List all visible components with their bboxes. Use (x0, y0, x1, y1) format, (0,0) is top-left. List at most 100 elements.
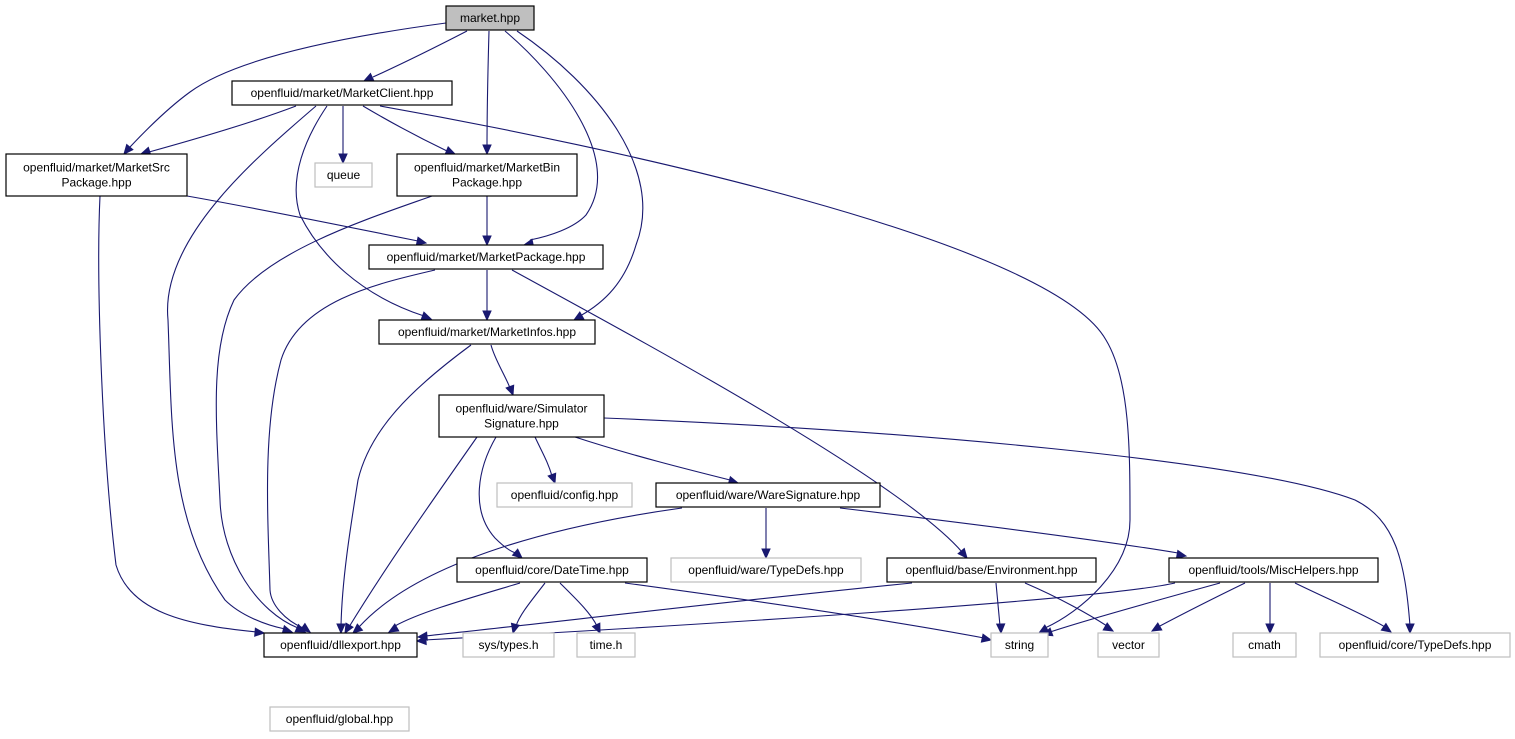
arrowhead (591, 622, 601, 635)
edge-line (1024, 582, 1108, 627)
arrowhead (362, 72, 375, 82)
arrowhead (980, 633, 993, 643)
edge-market_client-to-market_bin_package (362, 105, 457, 155)
edge-line (266, 269, 436, 629)
edge-mischelpers-to-string (1041, 582, 1221, 637)
edge-line (1294, 582, 1386, 628)
node-box (655, 482, 881, 508)
node-environment[interactable]: openfluid/base/Environment.hpp (886, 557, 1097, 583)
edge-line (515, 582, 546, 627)
node-vector: vector (1097, 632, 1160, 658)
edge-market_hpp-to-market_bin_package (482, 30, 492, 156)
node-cmath: cmath (1232, 632, 1297, 658)
node-core-typedefs: openfluid/core/TypeDefs.hpp (1319, 632, 1511, 658)
edge-line (1157, 582, 1246, 628)
edge-datetime-to-dllexport (387, 582, 521, 633)
edge-line (559, 582, 598, 627)
edge-line (215, 195, 433, 629)
node-box (886, 557, 1097, 583)
node-label: vector (1112, 638, 1145, 652)
node-label: Package.hpp (61, 176, 131, 190)
node-box (445, 5, 535, 31)
edge-line (129, 22, 447, 148)
arrowhead (761, 548, 771, 560)
arrowhead (1380, 622, 1393, 633)
node-mischelpers[interactable]: openfluid/tools/MiscHelpers.hpp (1168, 557, 1379, 583)
node-label: openfluid/ware/Simulator (455, 402, 587, 416)
node-market-infos[interactable]: openfluid/market/MarketInfos.hpp (378, 319, 596, 345)
edge-datetime-to-time_h (559, 582, 601, 635)
edge-environment-to-vector (1024, 582, 1115, 632)
edge-mischelpers-to-core_typedefs (1294, 582, 1393, 633)
edge-line (348, 436, 478, 628)
edge-market_package-to-market_infos (482, 270, 492, 322)
edge-mischelpers-to-vector (1150, 582, 1246, 632)
edge-line (358, 507, 683, 628)
node-box (263, 632, 418, 658)
node-box (378, 319, 596, 345)
edge-ware_signature-to-dllexport (352, 507, 683, 634)
edge-line (379, 105, 1131, 629)
edge-line (490, 344, 511, 389)
edge-market_hpp-to-market_src_package (123, 22, 447, 155)
node-queue: queue (314, 162, 373, 188)
edge-simulator_signature-to-dllexport (344, 436, 478, 635)
edge-simulator_signature-to-core_typedefs (603, 417, 1415, 635)
arrowhead (1175, 549, 1188, 560)
arrowhead (415, 236, 428, 246)
node-label: cmath (1248, 638, 1281, 652)
arrowhead (344, 622, 354, 635)
edge-line (340, 344, 472, 627)
arrowhead (572, 311, 585, 321)
node-label: openfluid/core/TypeDefs.hpp (1339, 638, 1492, 652)
node-box (462, 632, 555, 658)
edge-line (486, 30, 490, 150)
node-label: market.hpp (460, 11, 520, 25)
node-market-hpp[interactable]: market.hpp (445, 5, 535, 31)
arrowhead (254, 627, 266, 637)
arrowhead (1265, 623, 1275, 635)
edge-simulator_signature-to-ware_signature (574, 436, 740, 486)
edge-line (478, 436, 517, 554)
arrowhead (547, 472, 557, 485)
edge-line (534, 436, 553, 477)
arrowhead (387, 623, 400, 633)
arrowhead (510, 622, 521, 635)
node-market-client[interactable]: openfluid/market/MarketClient.hpp (231, 80, 453, 106)
edge-market_src_package-to-dllexport (98, 195, 266, 637)
edge-market_infos-to-simulator_signature (490, 344, 515, 397)
arrowhead (352, 623, 364, 634)
node-dllexport[interactable]: openfluid/dllexport.hpp (263, 632, 418, 658)
node-box (576, 632, 636, 658)
edge-simulator_signature-to-config (534, 436, 557, 485)
nodes-layer: market.hpp openfluid/market/MarketClient.… (5, 5, 1511, 732)
node-datetime[interactable]: openfluid/core/DateTime.hpp (456, 557, 648, 583)
edge-line (1049, 582, 1221, 633)
node-box (269, 706, 410, 732)
arrowhead (511, 548, 523, 559)
node-box (368, 244, 604, 270)
edge-line (839, 507, 1179, 554)
arrowhead (299, 622, 312, 633)
edge-market_bin_package-to-market_package (482, 196, 492, 247)
edge-line (186, 195, 419, 242)
node-time-h: time.h (576, 632, 636, 658)
edge-line (995, 582, 1001, 627)
arrowhead (1102, 622, 1115, 632)
arrowhead (957, 547, 968, 559)
edge-environment-to-string (995, 582, 1006, 635)
node-label: sys/types.h (478, 638, 538, 652)
node-label: Signature.hpp (484, 417, 559, 431)
arrowhead (995, 623, 1006, 635)
node-ware-signature[interactable]: openfluid/ware/WareSignature.hpp (655, 482, 881, 508)
node-market-package[interactable]: openfluid/market/MarketPackage.hpp (368, 244, 604, 270)
edge-line (295, 105, 425, 317)
arrowhead (123, 143, 134, 155)
edge-market_client-to-market_infos (295, 105, 433, 321)
node-box (5, 153, 188, 197)
edge-datetime-to-string (624, 582, 993, 643)
edge-market_hpp-to-market_client (362, 30, 468, 82)
